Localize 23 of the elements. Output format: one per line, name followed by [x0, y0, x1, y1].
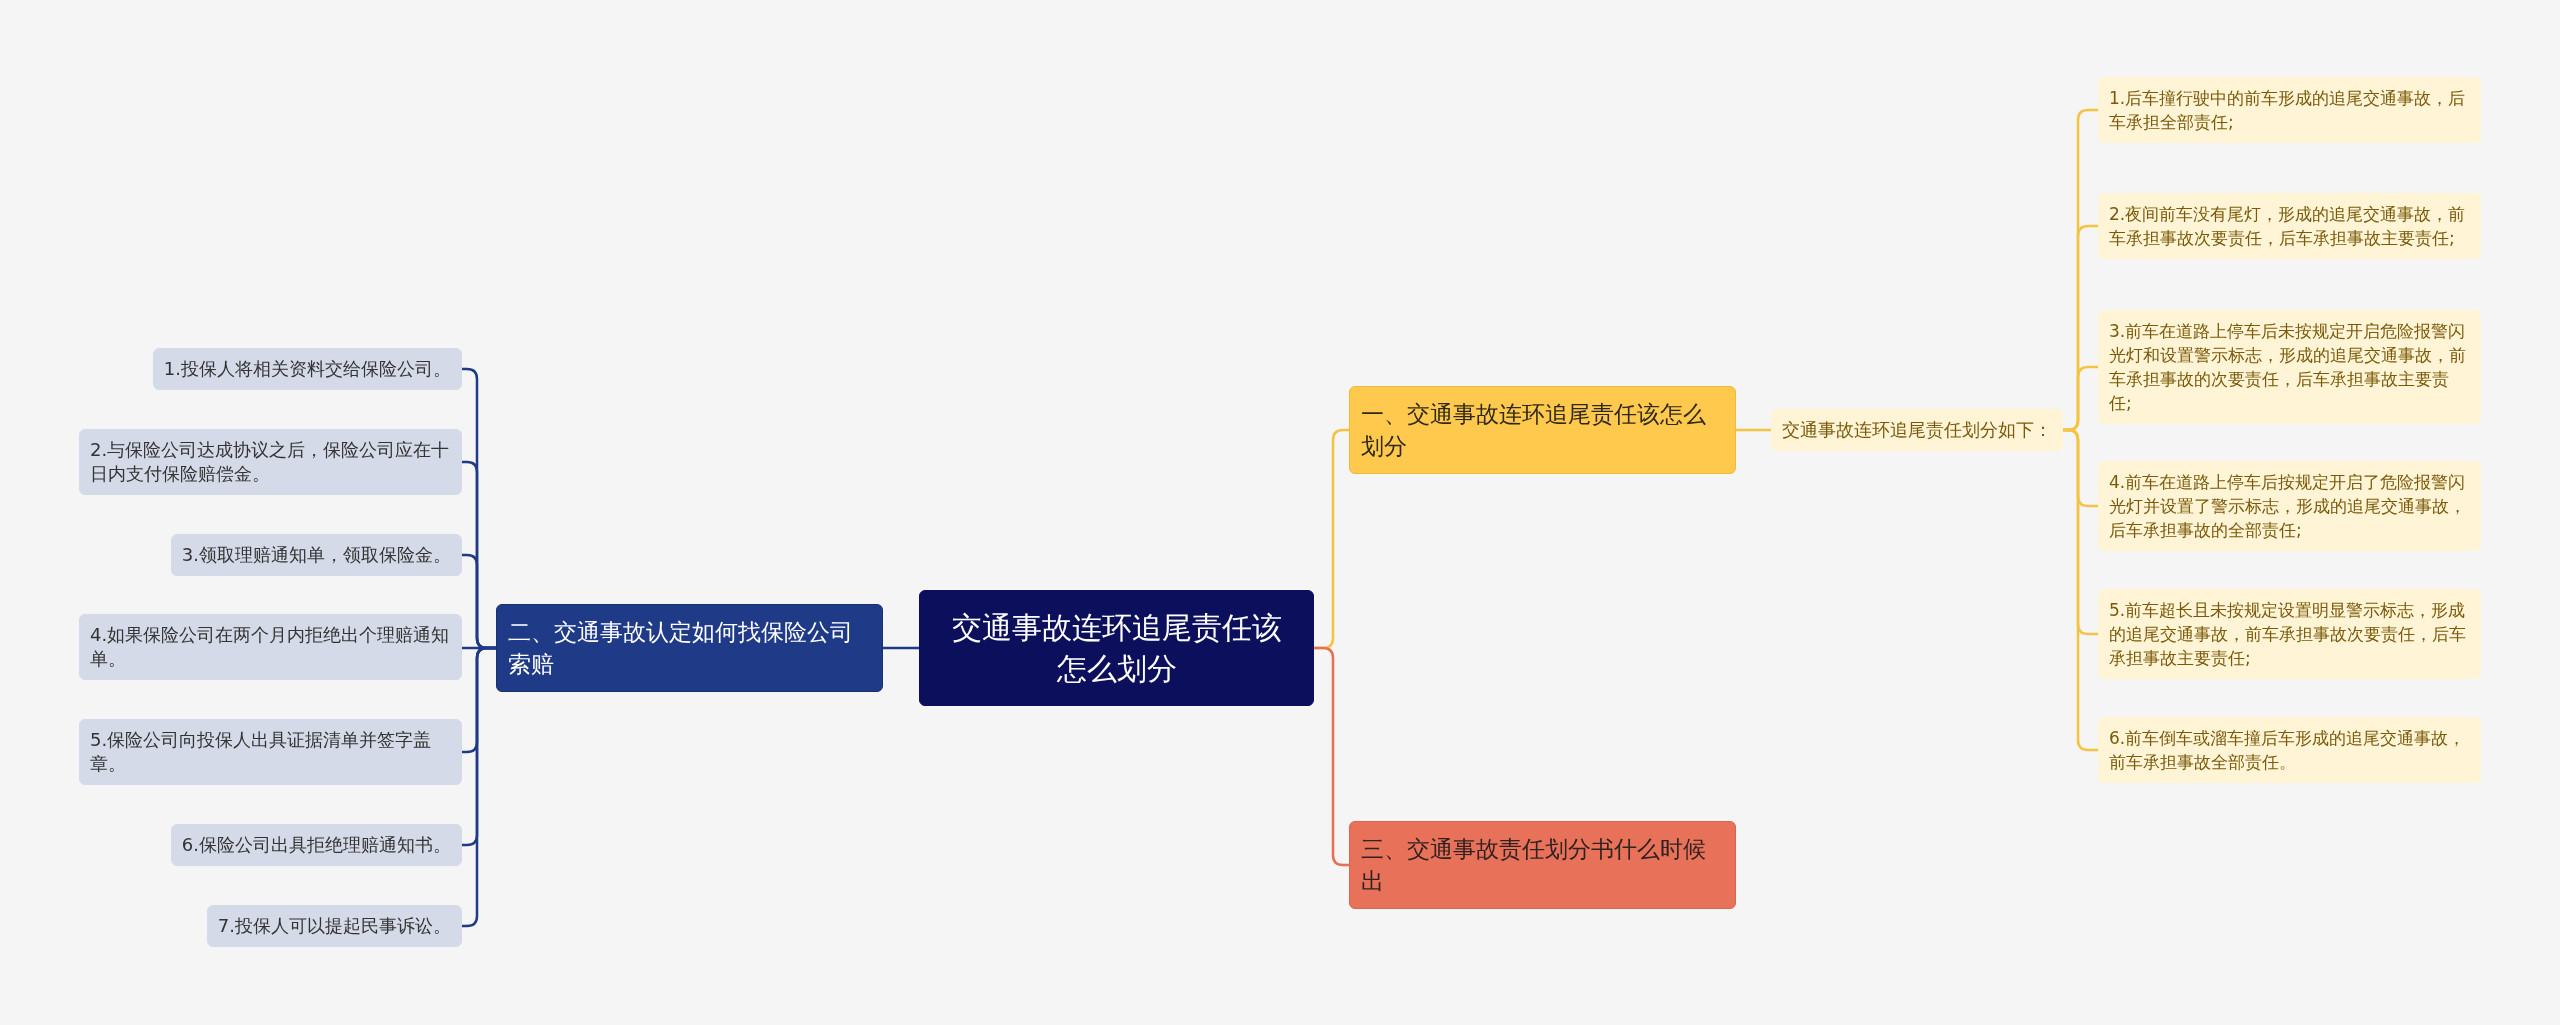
connector-line — [1312, 646, 1351, 867]
leaf-topic: 6.前车倒车或溜车撞后车形成的追尾交通事故，前车承担事故全部责任。 — [2098, 717, 2481, 783]
branch-topic: 二、交通事故认定如何找保险公司索赔 — [496, 604, 883, 692]
subtopic: 交通事故连环追尾责任划分如下： — [1771, 409, 2063, 451]
leaf-topic: 3.前车在道路上停车后未按规定开启危险报警闪光灯和设置警示标志，形成的追尾交通事故，前车承担事故的次要责任，后车承担事故主要责任; — [2098, 310, 2481, 424]
connector-line — [881, 646, 921, 650]
leaf-topic: 2.夜间前车没有尾灯，形成的追尾交通事故，前车承担事故次要责任，后车承担事故主要责任; — [2098, 193, 2481, 259]
connector-line — [2061, 428, 2100, 752]
leaf-topic: 7.投保人可以提起民事诉讼。 — [206, 905, 462, 947]
leaf-topic: 2.与保险公司达成协议之后，保险公司应在十日内支付保险赔偿金。 — [79, 429, 462, 495]
connector-line — [1734, 428, 1773, 432]
leaf-topic: 5.保险公司向投保人出具证据清单并签字盖章。 — [79, 719, 462, 785]
central-topic: 交通事故连环追尾责任该怎么划分 — [919, 590, 1314, 706]
branch-topic: 三、交通事故责任划分书什么时候出 — [1349, 821, 1736, 909]
branch-topic: 一、交通事故连环追尾责任该怎么划分 — [1349, 386, 1736, 474]
leaf-topic: 1.后车撞行驶中的前车形成的追尾交通事故，后车承担全部责任; — [2098, 77, 2481, 143]
leaf-topic: 4.前车在道路上停车后按规定开启了危险报警闪光灯并设置了警示标志，形成的追尾交通事故，后车承担事故的全部责任; — [2098, 461, 2481, 551]
leaf-topic: 6.保险公司出具拒绝理赔通知书。 — [170, 824, 462, 866]
connector-line — [460, 646, 498, 928]
leaf-topic: 1.投保人将相关资料交给保险公司。 — [152, 348, 462, 390]
leaf-topic: 4.如果保险公司在两个月内拒绝出个理赔通知单。 — [79, 614, 462, 680]
leaf-topic: 5.前车超长且未按规定设置明显警示标志，形成的追尾交通事故，前车承担事故次要责任，后车承担事故主要责任; — [2098, 589, 2481, 679]
leaf-topic: 3.领取理赔通知单，领取保险金。 — [170, 534, 462, 576]
